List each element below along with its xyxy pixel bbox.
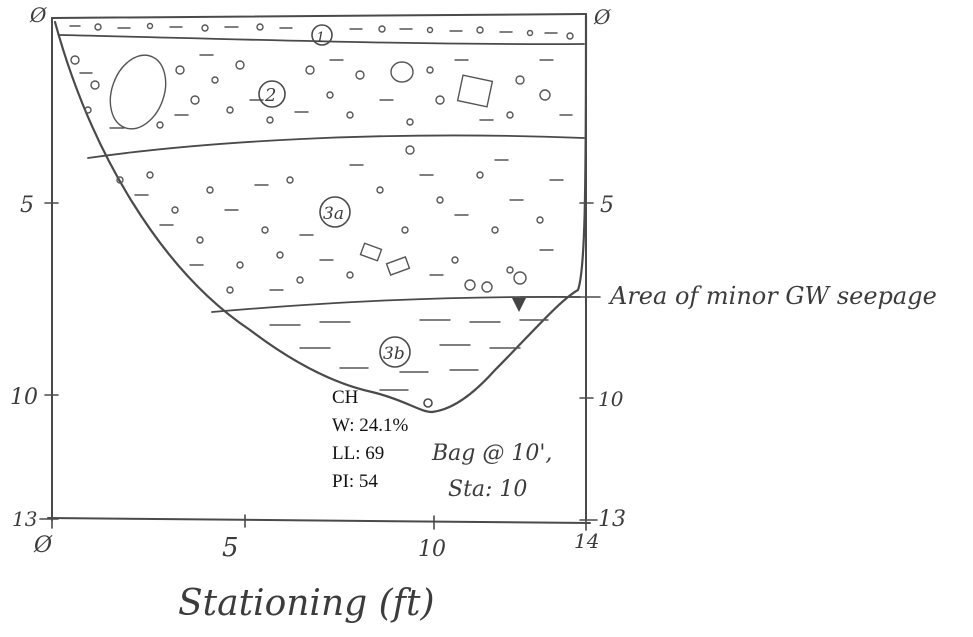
layer-2-texture bbox=[70, 54, 573, 130]
right-tick-label-13: 13 bbox=[598, 507, 626, 532]
bag-sample-point bbox=[423, 398, 433, 408]
right-tick-label-5: 5 bbox=[600, 193, 614, 218]
layer-3b-marker-circle bbox=[379, 336, 411, 368]
layer-2-label: 2 bbox=[264, 85, 276, 106]
classification-text: CH bbox=[332, 387, 359, 408]
left-tick-label-0: Ø bbox=[29, 3, 47, 27]
layer-1-2-boundary bbox=[59, 34, 585, 45]
bottom-tick-label-5: 5 bbox=[222, 533, 239, 563]
layer-3b-texture bbox=[269, 319, 549, 391]
left-tick-label-10: 10 bbox=[10, 385, 38, 410]
bottom-tick-label-0: Ø bbox=[33, 533, 53, 558]
layer-3a-label: 3a bbox=[323, 204, 344, 224]
ground-surface-line bbox=[51, 13, 587, 19]
tick-marks bbox=[39, 202, 598, 531]
layer-1-label: 1 bbox=[316, 30, 325, 46]
liquid-limit-text: LL: 69 bbox=[332, 443, 384, 464]
pit-outline bbox=[53, 14, 588, 414]
left-tick-label-13: 13 bbox=[12, 507, 37, 531]
water-content-text: W: 24.1% bbox=[332, 415, 409, 436]
right-tick-label-0: Ø bbox=[593, 5, 611, 29]
water-table-triangle bbox=[512, 298, 526, 312]
layer-1-texture bbox=[69, 22, 574, 40]
layer-2-3a-boundary bbox=[87, 134, 585, 159]
layer-2-marker-circle bbox=[258, 80, 286, 108]
bottom-axis-line bbox=[47, 517, 591, 524]
layer-3b-label: 3b bbox=[383, 344, 405, 364]
x-axis-label: Stationing (ft) bbox=[178, 583, 435, 624]
bottom-tick-label-10: 10 bbox=[418, 537, 446, 562]
bottom-tick-label-14: 14 bbox=[574, 529, 599, 553]
lab-results-block: CH W: 24.1% LL: 69 PI: 54 bbox=[332, 387, 409, 492]
left-tick-label-5: 5 bbox=[20, 193, 34, 218]
bag-annotation-line-1: Bag @ 10', bbox=[431, 441, 552, 466]
layer-3a-marker-circle bbox=[319, 196, 351, 228]
layer-3a-texture bbox=[116, 145, 564, 294]
bag-annotation-line-2: Sta: 10 bbox=[448, 477, 527, 502]
seepage-annotation: Area of minor GW seepage bbox=[608, 282, 937, 310]
right-tick-label-10: 10 bbox=[598, 387, 624, 411]
plasticity-index-text: PI: 54 bbox=[332, 471, 378, 492]
layer-1-marker-circle bbox=[311, 24, 333, 46]
